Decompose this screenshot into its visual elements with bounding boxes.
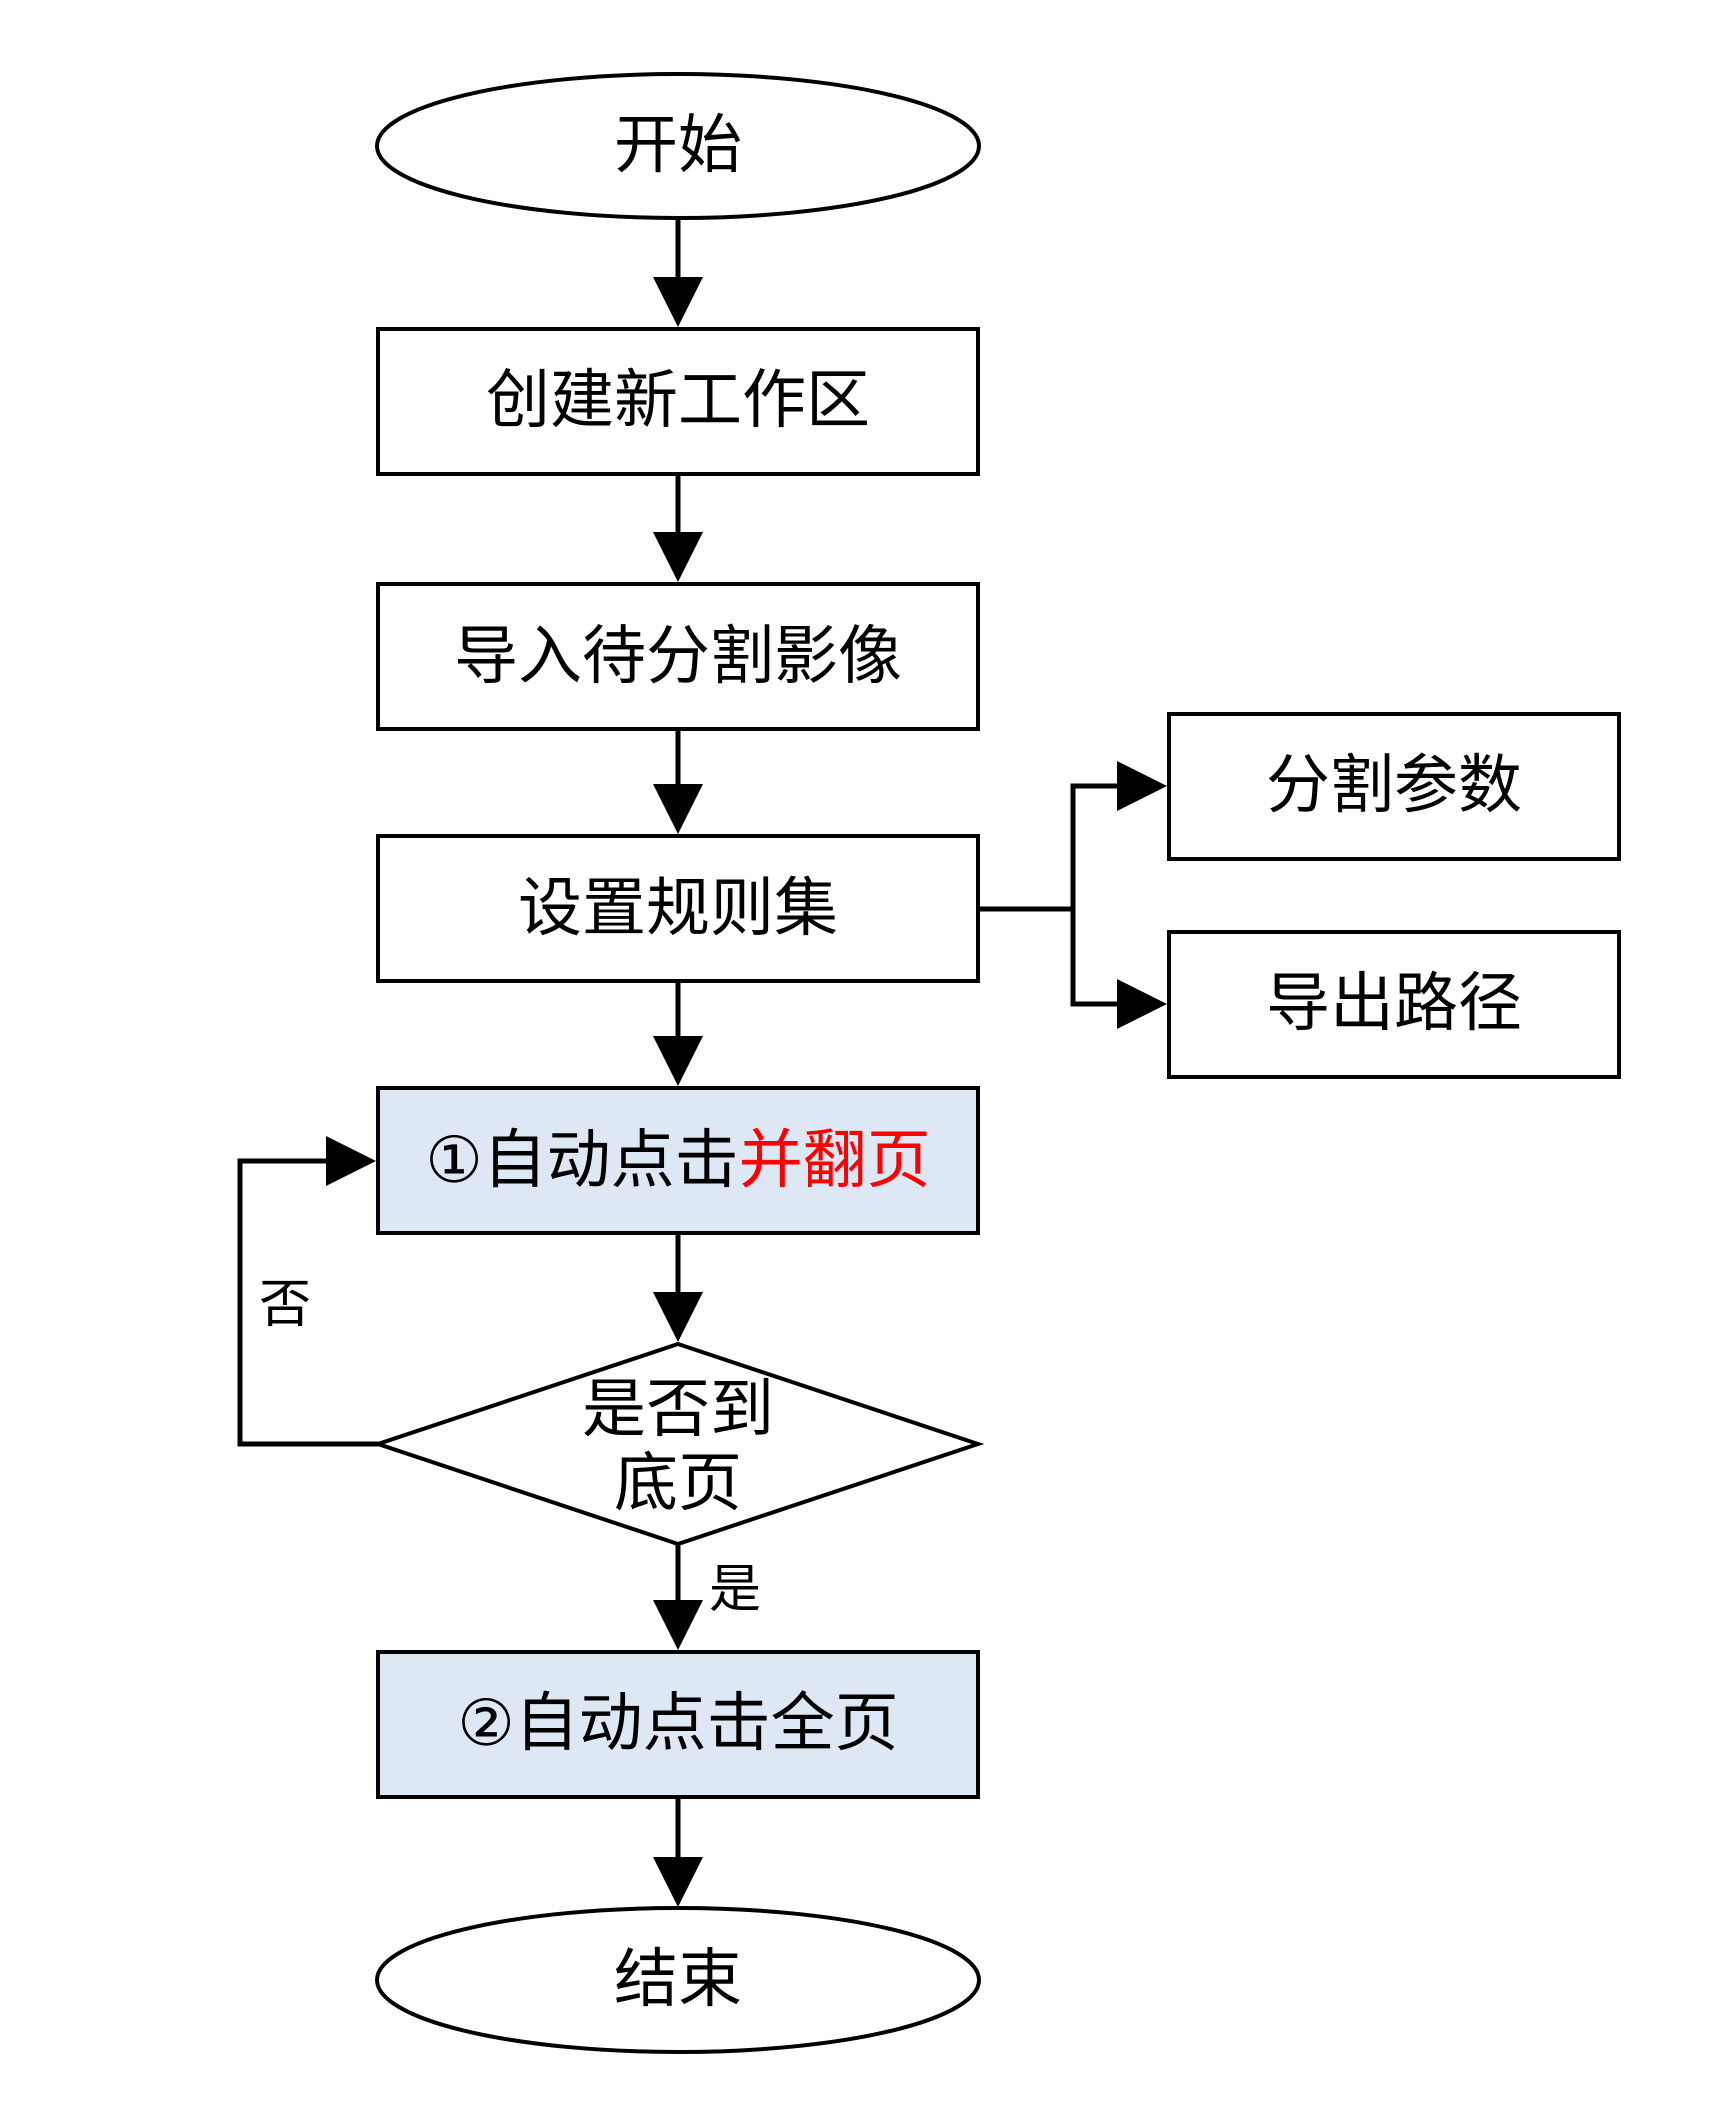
end-label: 结束 [614,1943,742,2017]
start-node: 开始 [375,72,981,220]
export-path-label: 导出路径 [1266,967,1522,1041]
export-path-node: 导出路径 [1167,930,1621,1079]
start-label: 开始 [614,109,742,183]
set-rules-node: 设置规则集 [376,834,980,983]
auto-click-page-highlight: 并翻页 [739,1124,931,1198]
create-workspace-label: 创建新工作区 [486,364,870,438]
set-rules-label: 设置规则集 [518,872,838,946]
edge-label-no: 否 [259,1275,311,1335]
import-image-node: 导入待分割影像 [376,582,980,731]
decision-label-line2: 底页 [614,1447,742,1521]
arrow-decision-no-loop [237,1136,378,1447]
auto-click-all-node: ②自动点击全页 [376,1650,980,1799]
decision-node: 是否到 底页 [371,1341,985,1547]
import-image-label: 导入待分割影像 [454,620,902,694]
auto-click-all-label: ②自动点击全页 [457,1687,898,1761]
create-workspace-node: 创建新工作区 [376,327,980,476]
end-node: 结束 [375,1906,981,2054]
decision-label-line1: 是否到 [582,1373,774,1447]
seg-params-label: 分割参数 [1266,749,1522,823]
auto-click-page-node: ①自动点击并翻页 [376,1086,980,1235]
edge-label-yes: 是 [709,1560,761,1620]
auto-click-page-label: ①自动点击并翻页 [425,1124,930,1198]
seg-params-node: 分割参数 [1167,712,1621,861]
arrow-rules-to-export [1070,909,1167,1029]
arrow-rules-to-params [1070,761,1167,909]
auto-click-page-prefix: ①自动点击 [425,1124,738,1198]
